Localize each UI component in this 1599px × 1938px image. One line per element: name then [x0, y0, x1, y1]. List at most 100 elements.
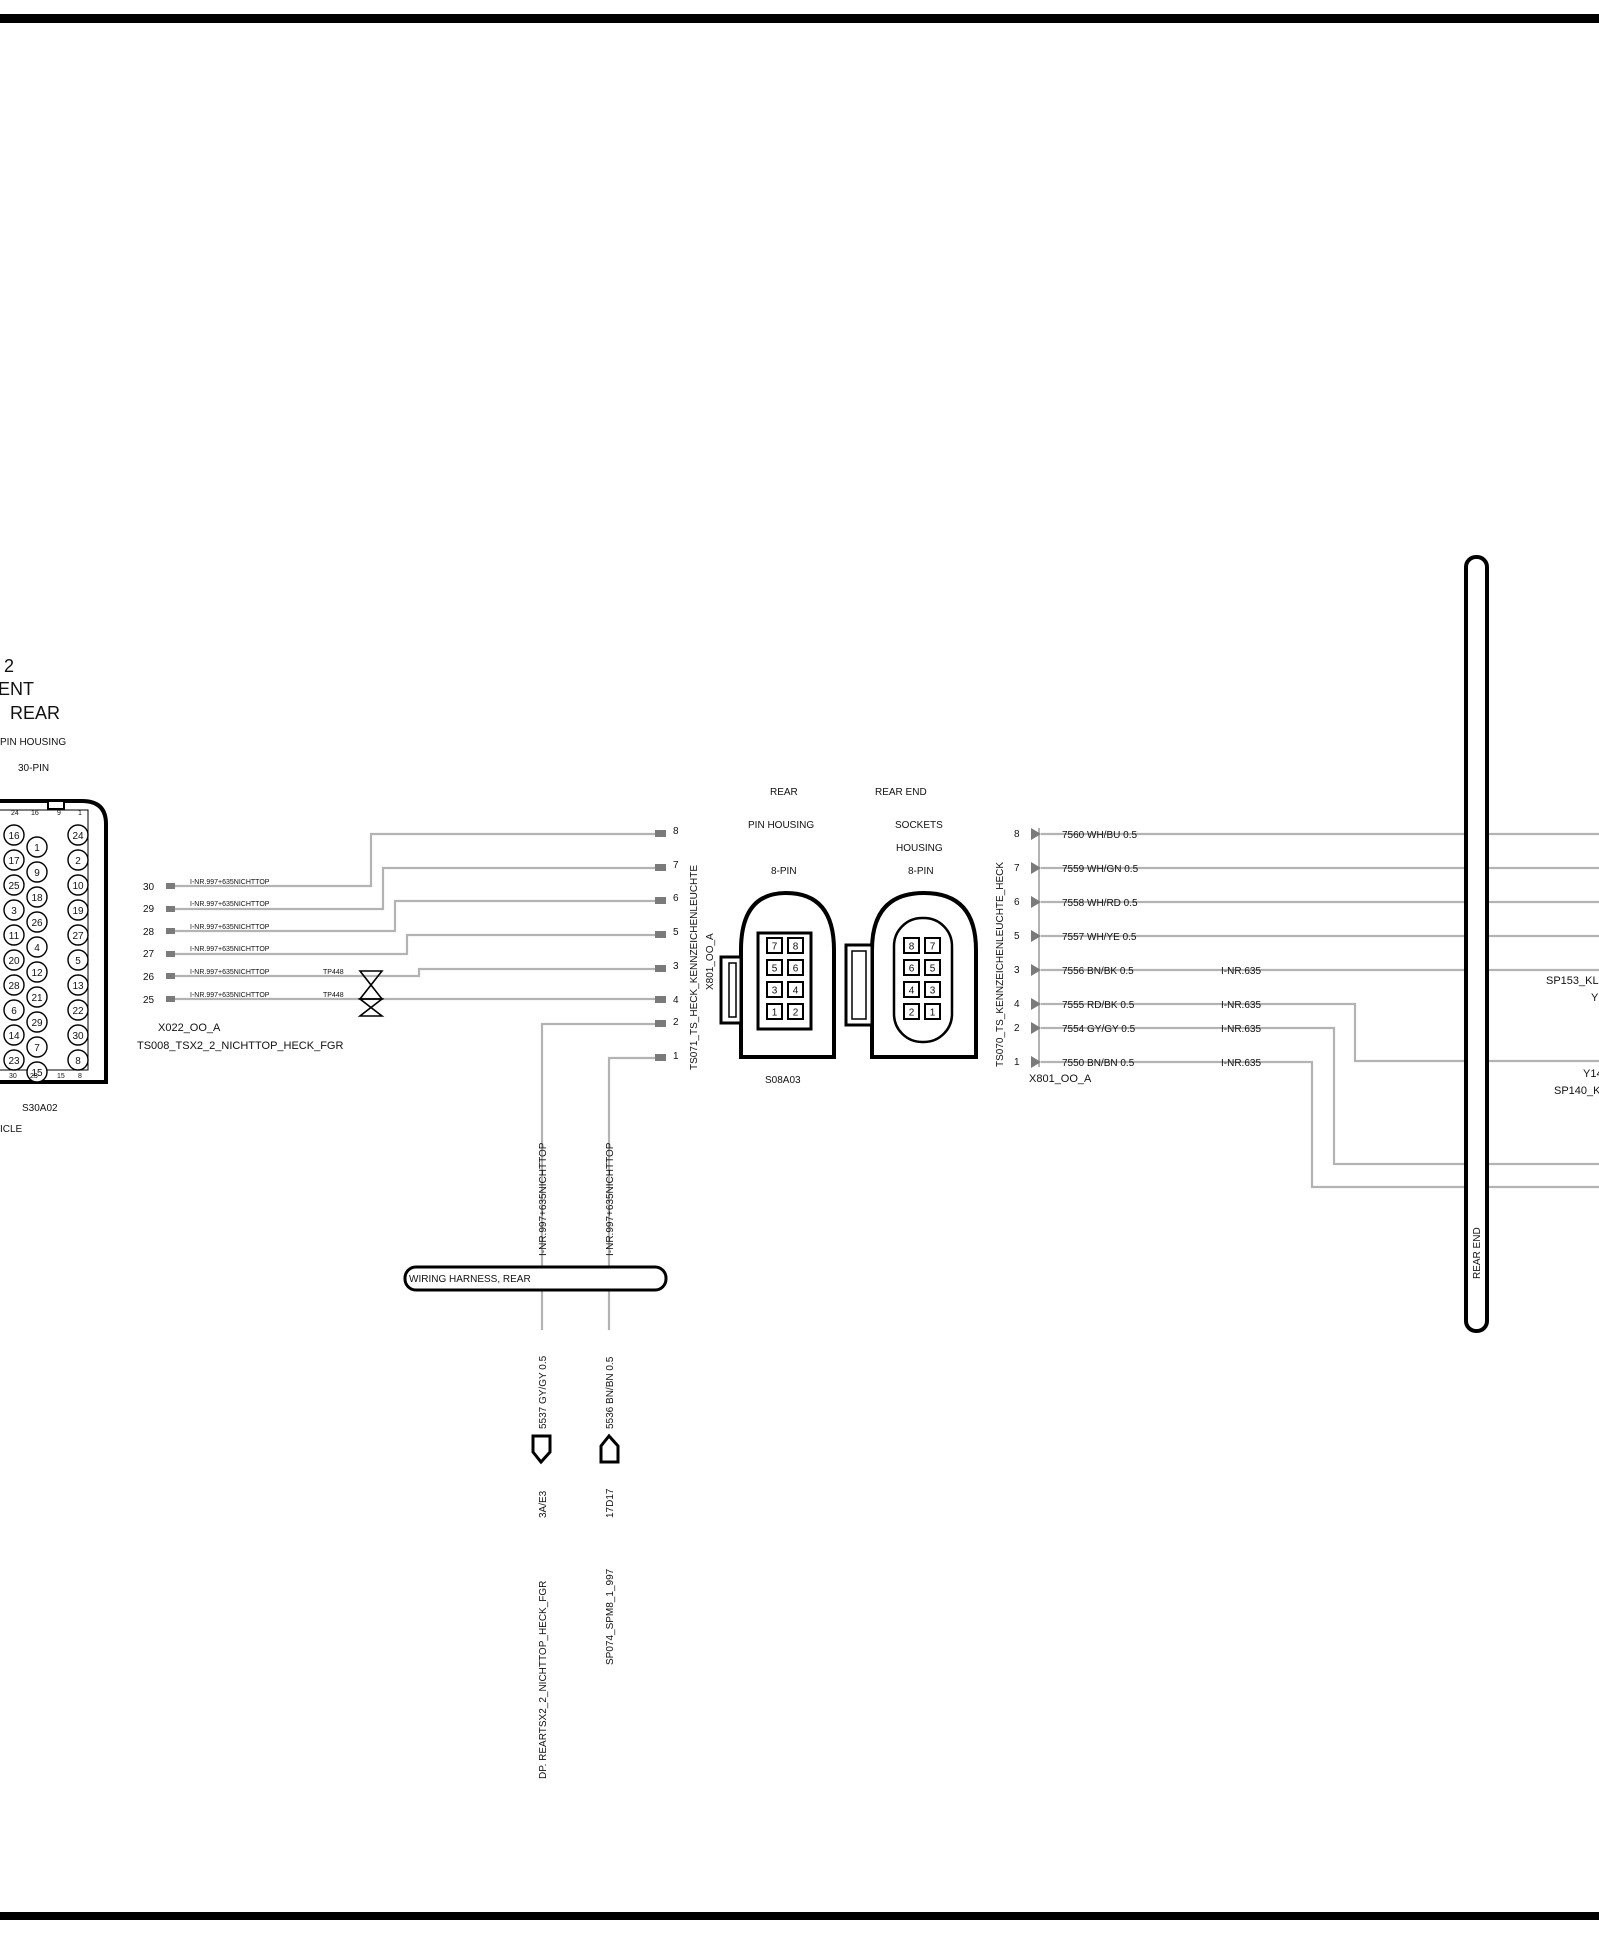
- x022-bottom-tab: [80, 1080, 92, 1084]
- x022-pin-num: 28: [143, 927, 155, 938]
- cavity: 22: [67, 999, 89, 1021]
- pin-arrow: [1031, 828, 1041, 840]
- x801-left-pin: 3: [673, 961, 679, 972]
- x022-housing-outline: [0, 799, 108, 1084]
- cavity-number: 4: [909, 986, 915, 997]
- cavity: 10: [67, 874, 89, 896]
- test-point-label: TP448: [323, 969, 344, 976]
- cavity-number: 9: [34, 868, 40, 879]
- x801-left-pin: 6: [673, 893, 679, 904]
- wire: [1041, 1026, 1599, 1166]
- x022-connector-id: X022_OO_A: [158, 1022, 221, 1034]
- down-wire-ref: I-NR.997+635NICHTTOP: [538, 1142, 549, 1256]
- pin-terminal: [166, 996, 175, 1002]
- down-wire-grid: 17D17: [605, 1488, 616, 1518]
- housing-label: HOUSING: [896, 843, 943, 854]
- x022-location: ICLE: [0, 1124, 23, 1135]
- cavity-number: 7: [930, 942, 936, 953]
- cavity: 13: [67, 974, 89, 996]
- x801-right-wire-labels: 7560 WH/BU 0.5 7559 WH/GN 0.5 7558 WH/RD…: [1062, 830, 1261, 1069]
- wire-label: 7560 WH/BU 0.5: [1062, 830, 1137, 841]
- cavity: 5: [924, 959, 941, 976]
- cavity-number: 22: [72, 1006, 84, 1017]
- cavity: 9: [26, 861, 48, 883]
- down-wire-label: 5536 BN/BN 0.5: [605, 1356, 616, 1429]
- cavity: 3: [766, 981, 783, 998]
- harness-bar: [1464, 555, 1489, 1333]
- x022-pin-label: I-NR.997+635NICHTTOP: [190, 924, 270, 931]
- cavity: 27: [67, 924, 89, 946]
- x022-title-3: REAR: [10, 703, 60, 723]
- cavity-number: 2: [75, 856, 81, 867]
- cavity: 14: [3, 1024, 25, 1046]
- socket-housing-outline: [870, 890, 978, 1059]
- cavity-number: 8: [75, 1056, 81, 1067]
- cavity: 20: [3, 949, 25, 971]
- cavity: 6: [3, 999, 25, 1021]
- cavity: 8: [903, 937, 920, 954]
- wiring-harness-label: WIRING HARNESS, REAR: [409, 1274, 531, 1285]
- pin-terminal: [655, 965, 666, 972]
- x801-right-pin: 5: [1014, 931, 1020, 942]
- cavity: 8: [67, 1049, 89, 1071]
- x022-latch: [47, 800, 65, 810]
- bottom-border: [0, 1912, 1599, 1920]
- wire: [175, 899, 655, 933]
- pin-terminal: [166, 883, 175, 889]
- cavity-number: 12: [31, 968, 43, 979]
- down-wire-terminator: [599, 1433, 620, 1464]
- cavity: 6: [903, 959, 920, 976]
- x022-bottom-pin-15: 15: [57, 1073, 65, 1080]
- cavity-number: 28: [8, 981, 20, 992]
- x801-left-pin: 7: [673, 860, 679, 871]
- pin-count-right: 8-PIN: [908, 866, 934, 877]
- wire: [175, 866, 655, 911]
- wire-ref: I-NR.635: [1221, 1058, 1261, 1069]
- pin-housing-label: PIN HOUSING: [748, 820, 814, 831]
- pin-arrow: [1031, 1022, 1041, 1034]
- wire-label: 7554 GY/GY 0.5: [1062, 1024, 1136, 1035]
- mating-connector-s08a03: REAR PIN HOUSING 8-PIN REAR END SOCKETS …: [719, 787, 978, 1086]
- cavity: 1: [766, 1003, 783, 1020]
- x801-right-pin: 4: [1014, 999, 1020, 1010]
- cavity: 3: [3, 899, 25, 921]
- x022-pin-num: 26: [143, 972, 155, 983]
- cavity-number: 8: [793, 942, 799, 953]
- cavity-number: 20: [8, 956, 20, 967]
- cavity: 23: [3, 1049, 25, 1071]
- x801-right-pins: 8 7 6 5 3 4 2 1: [1014, 828, 1041, 1068]
- x022-top-pin-1: 1: [78, 810, 82, 817]
- splice-sp140-label: SP140_KL: [1554, 1085, 1599, 1097]
- x022-harness-id: TS008_TSX2_2_NICHTTOP_HECK_FGR: [137, 1040, 343, 1052]
- wire-label: 7559 WH/GN 0.5: [1062, 864, 1139, 875]
- cavity-number: 10: [72, 881, 84, 892]
- splice-sp153-label: SP153_KL31: [1546, 975, 1599, 987]
- pin-count-left: 8-PIN: [771, 866, 797, 877]
- wiring-harness-rear: WIRING HARNESS, REAR: [403, 1265, 668, 1292]
- cavity: 21: [26, 986, 48, 1008]
- x022-bottom-pin-30: 30: [9, 1073, 17, 1080]
- wire: [607, 1056, 655, 1330]
- x801-left-pin: 5: [673, 927, 679, 938]
- pin-housing-outline: [739, 890, 836, 1059]
- wires-x022-to-x801: [175, 832, 655, 1330]
- socket-housing-insert: [892, 916, 954, 1044]
- cavity-number: 7: [34, 1043, 40, 1054]
- x801-right-pin: 7: [1014, 863, 1020, 874]
- cavity-number: 30: [72, 1031, 84, 1042]
- x022-pin-rows: 30 29 28 27 26 25 I-NR.997+635NICHTTOP I…: [137, 879, 344, 1052]
- cavity-number: 15: [31, 1068, 43, 1079]
- x022-pin-label: I-NR.997+635NICHTTOP: [190, 946, 270, 953]
- x801-left-pin: 4: [673, 995, 679, 1006]
- pin-arrow: [1031, 930, 1041, 942]
- x801-right-vertical-label: TS070_TS_KENNZEICHENLEUCHTE_HECK: [995, 862, 1006, 1067]
- harness-bar-label: REAR END: [1472, 1227, 1483, 1279]
- x022-pin-num: 27: [143, 949, 155, 960]
- cavity-number: 4: [34, 943, 40, 954]
- cavity-number: 19: [72, 906, 84, 917]
- down-wire-target: SP074_SPM8_1_997: [605, 1568, 616, 1665]
- cavity: 7: [924, 937, 941, 954]
- pin-arrow: [1031, 998, 1041, 1010]
